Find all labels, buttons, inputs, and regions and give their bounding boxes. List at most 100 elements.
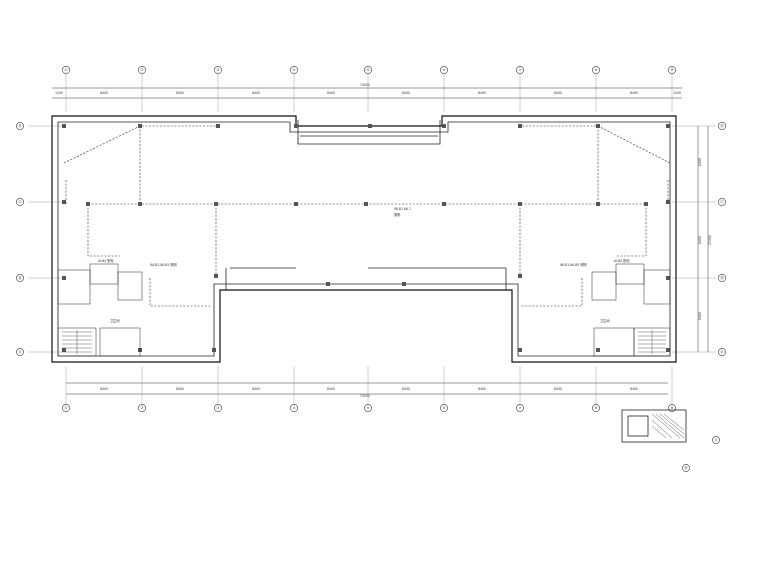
axis-bottom-2: ② xyxy=(140,406,143,410)
stair-detail: Ⓐ Ⓑ xyxy=(621,409,720,472)
column-1 xyxy=(62,124,66,128)
axis-top-4: ④ xyxy=(292,68,295,72)
axis-top-5: ⑤ xyxy=(366,68,370,72)
axis-top-1: ① xyxy=(64,68,67,72)
bottom-dimension-7: 8400 xyxy=(554,387,562,391)
column-17 xyxy=(518,202,522,206)
column-2 xyxy=(138,124,142,128)
bottom-dimension-1: 8400 xyxy=(100,387,108,391)
top-dimension-1: 1200 xyxy=(55,91,63,95)
axis-bottom-4-circle xyxy=(290,404,298,412)
axis-top-3-circle xyxy=(214,66,222,74)
top-dimension-2: 8400 xyxy=(100,91,108,95)
right-panel-label: ALB4 配电 xyxy=(614,258,630,263)
column-3 xyxy=(216,124,220,128)
column-20 xyxy=(666,200,670,204)
axis-bottom-6-circle xyxy=(440,404,448,412)
axis-left-1: Ⓓ xyxy=(18,123,22,128)
axis-bottom-8-circle xyxy=(592,404,600,412)
axis-bottom-7-circle xyxy=(516,404,524,412)
structural-columns xyxy=(62,124,670,352)
axis-top-6-circle xyxy=(440,66,448,74)
overall-dimension-top: 70000 xyxy=(360,83,370,87)
column-27 xyxy=(62,348,66,352)
left-room-label: 卫生间 xyxy=(110,318,120,323)
axis-top-8-circle xyxy=(592,66,600,74)
axis-right-2: Ⓒ xyxy=(720,199,724,204)
axis-right-4: Ⓐ xyxy=(720,349,724,354)
column-24 xyxy=(518,274,522,278)
axis-bottom-5: ⑤ xyxy=(366,406,370,410)
column-29 xyxy=(212,348,216,352)
column-10 xyxy=(62,200,66,204)
wiring-circuits xyxy=(63,125,671,307)
axis-top-4-circle xyxy=(290,66,298,74)
axis-bottom-7: ⑦ xyxy=(518,406,521,410)
column-30 xyxy=(518,348,522,352)
right-panel-note: WLB1-WLB5 照明 xyxy=(560,263,587,267)
column-16 xyxy=(442,202,446,206)
left-service-core: ALB4 配电 WLB1-WLB5 照明 卫生间 xyxy=(57,258,177,357)
axis-right-3-circle xyxy=(718,274,726,282)
axis-top-3: ③ xyxy=(216,68,219,72)
detail-bubble-b-label: Ⓑ xyxy=(684,465,688,470)
axis-top-2-circle xyxy=(138,66,146,74)
bottom-dimension-2: 8400 xyxy=(176,387,184,391)
axis-bottom-9: ⑨ xyxy=(670,406,674,410)
column-23 xyxy=(402,282,406,286)
column-14 xyxy=(294,202,298,206)
axis-top-6: ⑥ xyxy=(442,68,446,72)
overall-dimension-bottom: 70000 xyxy=(360,394,370,398)
top-dimension-8: 8400 xyxy=(554,91,562,95)
column-7 xyxy=(518,124,522,128)
axis-top-9: ⑨ xyxy=(670,68,674,72)
column-11 xyxy=(86,202,90,206)
axis-bottom-5-circle xyxy=(364,404,372,412)
center-annotation: WLB1-WL7 照明 xyxy=(394,207,411,217)
right-dim-1: 8400 xyxy=(698,158,702,166)
column-26 xyxy=(666,276,670,280)
top-dimension-6: 8400 xyxy=(402,91,410,95)
column-9 xyxy=(666,124,670,128)
column-31 xyxy=(596,348,600,352)
axis-bottom-4: ④ xyxy=(292,406,295,410)
axis-bottom-3-circle xyxy=(214,404,222,412)
column-19 xyxy=(644,202,648,206)
axis-top-8: ⑧ xyxy=(594,68,598,72)
axis-left-2-circle xyxy=(16,198,24,206)
bottom-dimension-6: 8400 xyxy=(478,387,486,391)
column-6 xyxy=(442,124,446,128)
right-dimension-chain: 27400 8400 8400 8400 xyxy=(697,126,712,352)
overall-dimension-right: 27400 xyxy=(708,235,712,245)
column-22 xyxy=(326,282,330,286)
right-room-label: 卫生间 xyxy=(600,318,610,323)
top-dimension-5: 8400 xyxy=(327,91,335,95)
axis-left-3-circle xyxy=(16,274,24,282)
axis-left-4-circle xyxy=(16,348,24,356)
axis-right-4-circle xyxy=(718,348,726,356)
axis-right-2-circle xyxy=(718,198,726,206)
axis-bottom-8: ⑧ xyxy=(594,406,598,410)
building-outline xyxy=(51,115,677,363)
column-13 xyxy=(214,202,218,206)
column-21 xyxy=(214,274,218,278)
column-32 xyxy=(666,348,670,352)
axis-top-9-circle xyxy=(668,66,676,74)
axis-right-3: Ⓑ xyxy=(720,275,724,280)
left-panel-note: WLB1-WLB5 照明 xyxy=(150,263,177,267)
column-5 xyxy=(368,124,372,128)
detail-bubble-a xyxy=(712,436,720,444)
grid-lines xyxy=(28,125,716,353)
column-8 xyxy=(596,124,600,128)
right-dim-2: 8400 xyxy=(698,236,702,244)
top-dimension-4: 8400 xyxy=(252,91,260,95)
detail-bubble-a-label: Ⓐ xyxy=(714,437,718,442)
right-dim-3: 8400 xyxy=(698,312,702,320)
axis-bottom-1-circle xyxy=(62,404,70,412)
axis-bottom-2-circle xyxy=(138,404,146,412)
axis-right-1: Ⓓ xyxy=(720,123,724,128)
left-panel-label: ALB4 配电 xyxy=(98,258,114,263)
axis-bottom-1: ① xyxy=(64,406,67,410)
column-12 xyxy=(138,202,142,206)
